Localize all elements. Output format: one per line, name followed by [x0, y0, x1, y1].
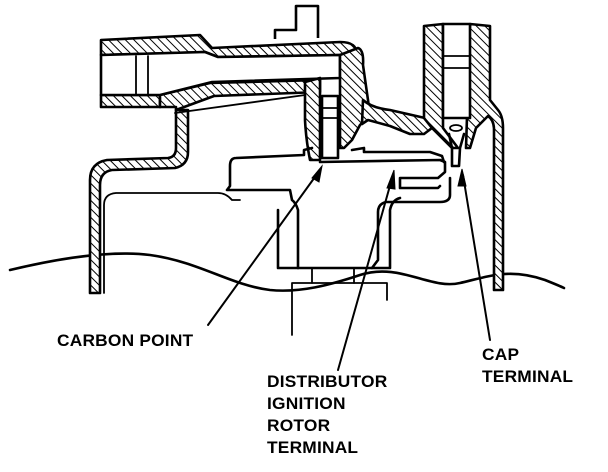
cap-terminal-leader-line: [462, 174, 491, 341]
rotor-shaft-boss: [276, 208, 300, 270]
center-column-left-wall: [303, 76, 322, 162]
rotor-arm-top: [350, 146, 446, 164]
rotor-terminal-leader-line: [337, 174, 394, 371]
cap-terminal-label: CAP TERMINAL: [482, 344, 573, 388]
center-column-right-wall: [338, 46, 372, 150]
rotor-body-outline: [225, 146, 452, 270]
cap-top-post: [273, 4, 320, 39]
cap-terminal-pin: [447, 132, 466, 168]
carbon-point-label-line: CARBON POINT: [57, 331, 194, 350]
cap-terminal-bore: [441, 22, 472, 120]
housing-left-wall: [88, 108, 190, 295]
rotor-terminal-label-line-1: DISTRIBUTOR: [267, 372, 388, 391]
rotor-terminal-label-line-2: IGNITION: [267, 394, 346, 413]
cap-terminal-label-line-2: TERMINAL: [482, 367, 574, 386]
base-block: [291, 282, 388, 336]
rotor-arm-plate: [318, 158, 447, 190]
rotor-terminal-label: DISTRIBUTOR IGNITION ROTOR TERMINAL: [267, 371, 387, 459]
cap-terminal-tower-right-wall: [464, 22, 505, 292]
cap-dome-inner-line: [174, 94, 306, 114]
cap-bridge-wall: [360, 98, 434, 136]
cap-terminal-arrowhead: [457, 168, 467, 187]
cap-terminal-label-line-1: CAP: [482, 345, 520, 364]
carbon-brush-bore: [320, 94, 340, 160]
rotor-terminal-label-line-4: TERMINAL: [267, 438, 359, 457]
carbon-point-label: CARBON POINT: [57, 330, 193, 352]
rotor-terminal-label-line-3: ROTOR: [267, 416, 331, 435]
engine-surface-contour: [8, 252, 566, 292]
carbon-point-leader-line: [207, 169, 321, 326]
carbon-point-arrowhead: [311, 164, 323, 183]
housing-inner-liner: [103, 192, 241, 294]
cap-arm-bottom-wall: [99, 93, 162, 109]
rotor-terminal-arrowhead: [386, 169, 396, 190]
rotor-right-skirt: [370, 196, 402, 270]
tower-terminal-rivet: [449, 124, 463, 132]
